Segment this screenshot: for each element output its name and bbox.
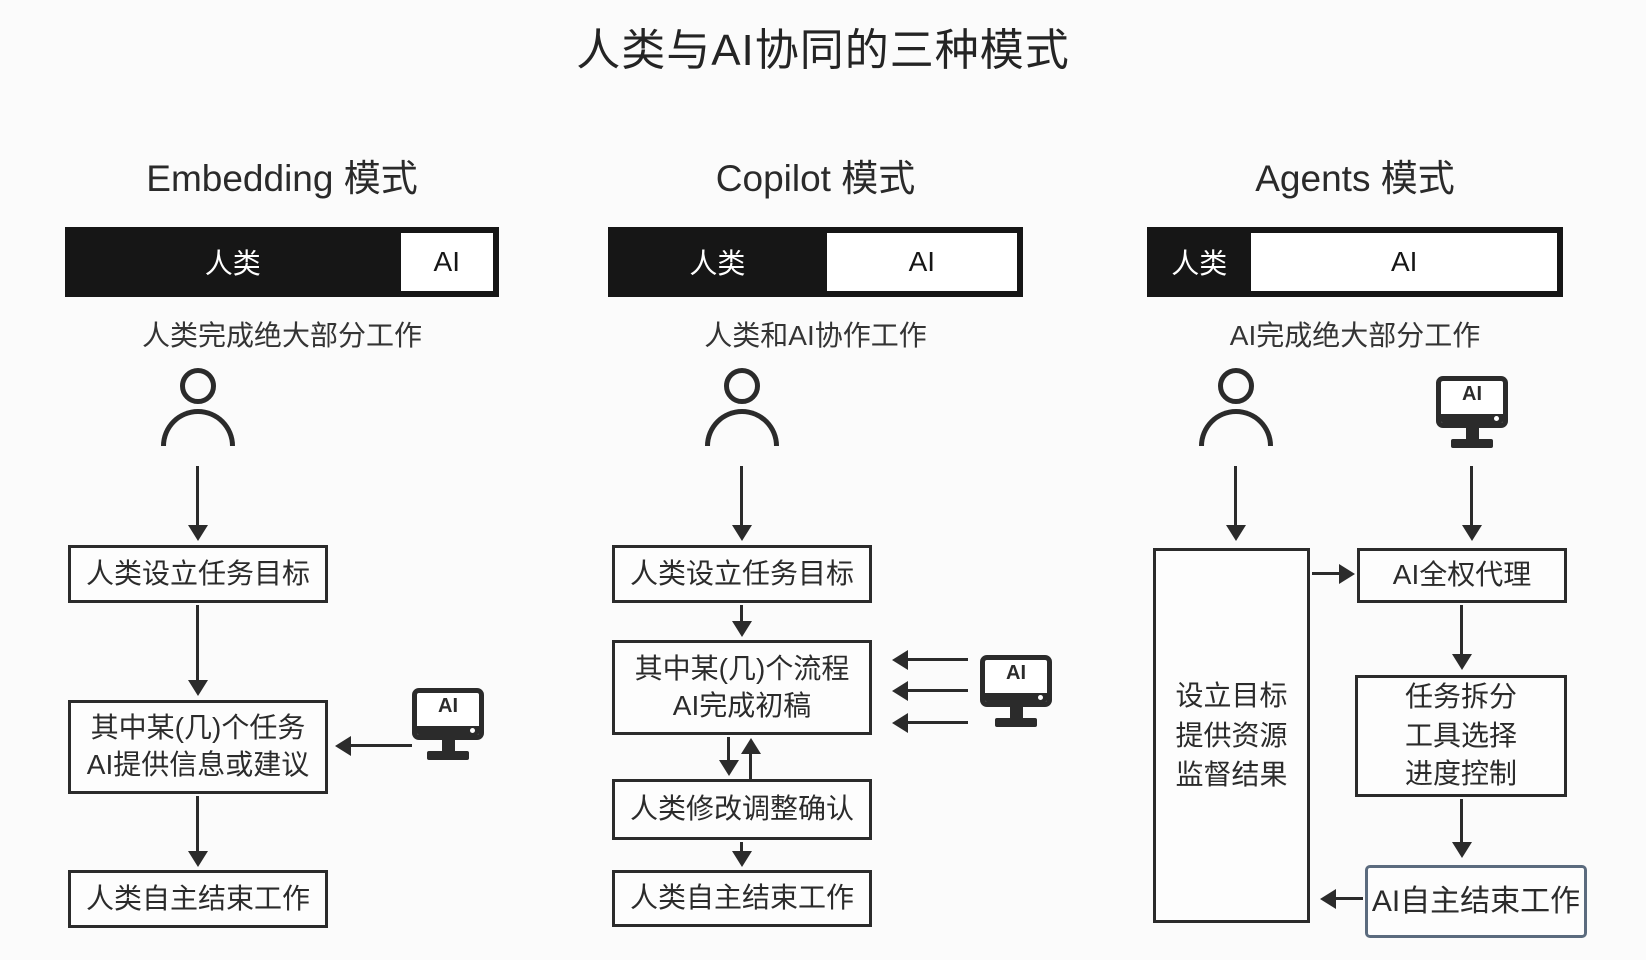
embedding-ratio-bar: 人类 AI [65, 227, 499, 297]
agents-bar-human-segment: 人类 [1150, 230, 1249, 294]
embedding-box-ai-assist: 其中某(几)个任务 AI提供信息或建议 [68, 700, 328, 794]
agents-box-full-agent: AI全权代理 [1357, 548, 1567, 603]
agents-ratio-bar: 人类 AI [1147, 227, 1563, 297]
embedding-box-finish: 人类自主结束工作 [68, 870, 328, 928]
arrow-up-icon [749, 753, 752, 779]
person-head [1218, 368, 1254, 404]
monitor-dot [1494, 416, 1499, 421]
person-icon [705, 368, 779, 446]
embedding-bar-ai-segment: AI [397, 230, 496, 294]
arrow-down-icon [1460, 605, 1463, 655]
monitor-ai-label: AI [1462, 383, 1482, 405]
person-shoulders [705, 409, 779, 446]
copilot-bar-human-segment: 人类 [611, 230, 824, 294]
agents-bar-ai-segment: AI [1248, 230, 1560, 294]
ai-monitor-icon: AI [412, 688, 484, 760]
arrow-left-icon [907, 689, 968, 692]
arrow-down-icon [740, 605, 743, 622]
person-head [724, 368, 760, 404]
copilot-mode-title: Copilot 模式 [715, 158, 916, 199]
monitor-neck [1009, 707, 1023, 718]
arrow-down-icon [1234, 466, 1237, 526]
arrow-left-icon [907, 658, 968, 661]
arrow-down-icon [740, 466, 743, 526]
copilot-caption: 人类和AI协作工作 [704, 320, 927, 351]
monitor-bezel [985, 693, 1047, 702]
person-icon [161, 368, 235, 446]
arrow-down-icon [196, 796, 199, 852]
arrow-down-icon [196, 466, 199, 526]
monitor-dot [470, 728, 475, 733]
monitor-base [1451, 439, 1493, 448]
arrow-left-icon [907, 721, 968, 724]
monitor-screen: AI [1436, 376, 1508, 428]
agents-mode-title: Agents 模式 [1255, 158, 1455, 199]
agents-box-task-split: 任务拆分 工具选择 进度控制 [1355, 675, 1567, 797]
monitor-screen: AI [980, 655, 1052, 707]
monitor-bezel [417, 726, 479, 735]
arrow-down-icon [727, 737, 730, 761]
agents-caption: AI完成绝大部分工作 [1229, 320, 1481, 351]
arrow-left-icon [350, 744, 412, 747]
agents-box-ai-finish: AI自主结束工作 [1365, 865, 1587, 938]
diagram-title: 人类与AI协同的三种模式 [576, 26, 1070, 75]
monitor-ai-label: AI [1006, 662, 1026, 684]
copilot-ratio-bar: 人类 AI [608, 227, 1023, 297]
arrow-down-icon [1460, 799, 1463, 843]
copilot-box-set-goal: 人类设立任务目标 [612, 545, 872, 603]
monitor-dot [1038, 695, 1043, 700]
monitor-ai-label: AI [438, 695, 458, 717]
embedding-bar-human-segment: 人类 [68, 230, 398, 294]
arrow-down-icon [1470, 466, 1473, 526]
person-icon [1199, 368, 1273, 446]
monitor-base [995, 718, 1037, 727]
embedding-box-set-goal: 人类设立任务目标 [68, 545, 328, 603]
person-shoulders [1199, 409, 1273, 446]
arrow-right-icon [1312, 572, 1340, 575]
monitor-neck [1465, 428, 1479, 439]
arrow-left-icon [1335, 897, 1363, 900]
monitor-bezel [1441, 414, 1503, 423]
copilot-box-finish: 人类自主结束工作 [612, 870, 872, 927]
embedding-mode-title: Embedding 模式 [146, 158, 418, 199]
monitor-neck [441, 740, 455, 751]
copilot-box-ai-draft: 其中某(几)个流程 AI完成初稿 [612, 640, 872, 735]
arrow-down-icon [740, 842, 743, 852]
ai-monitor-icon: AI [980, 655, 1052, 727]
monitor-screen: AI [412, 688, 484, 740]
copilot-box-human-revise: 人类修改调整确认 [612, 779, 872, 840]
agents-supervision-box: 设立目标 提供资源 监督结果 [1153, 548, 1310, 923]
copilot-bar-ai-segment: AI [823, 230, 1020, 294]
monitor-base [427, 751, 469, 760]
ai-monitor-icon: AI [1436, 376, 1508, 448]
arrow-down-icon [196, 605, 199, 681]
person-shoulders [161, 409, 235, 446]
person-head [180, 368, 216, 404]
embedding-caption: 人类完成绝大部分工作 [141, 320, 422, 351]
